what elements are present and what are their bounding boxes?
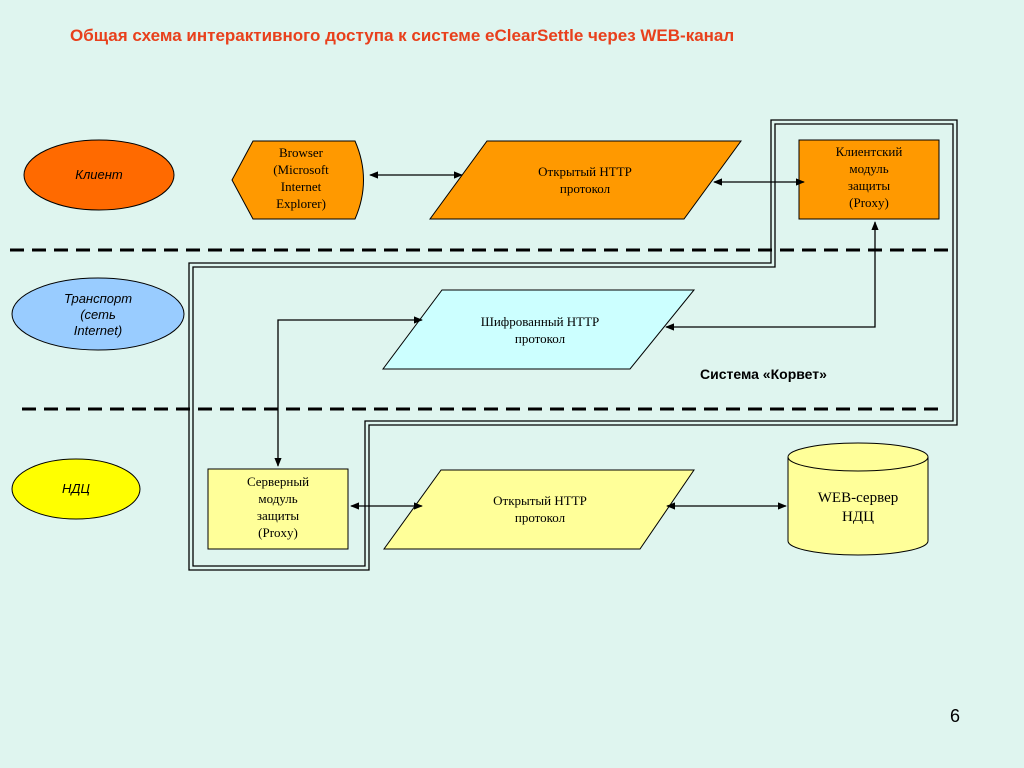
- open-http-bottom-label: Открытый HTTP протокол: [493, 493, 587, 525]
- web-server-label: WEB-сервер НДЦ: [817, 490, 899, 525]
- open-http-top-node: [429, 140, 742, 220]
- open-http-bottom-node: [383, 469, 695, 550]
- client-proxy-label: Клиентский модуль защиты (Proxy): [835, 144, 903, 210]
- web-server-node: [787, 442, 929, 556]
- client-role-label: Клиент: [75, 167, 123, 182]
- korvet-system-border: [188, 119, 958, 571]
- page-title: Общая схема интерактивного доступа к сис…: [70, 26, 735, 45]
- browser-node: [231, 140, 364, 220]
- ndc-role-label: НДЦ: [62, 481, 90, 496]
- page-number: 6: [950, 706, 961, 726]
- browser-label: Browser (Microsoft Internet Explorer): [273, 145, 329, 211]
- transport-role-ellipse: [11, 277, 185, 351]
- server-proxy-node: [207, 468, 349, 550]
- server-proxy-label: Серверный модуль защиты (Proxy): [246, 474, 310, 540]
- transport-role-label: Транспорт (сеть Internet): [63, 291, 133, 338]
- arrow-client-proxy-encrypted: [665, 221, 879, 331]
- korvet-system-label: Система «Корвет»: [700, 366, 827, 382]
- open-http-top-label: Открытый HTTP протокол: [538, 164, 632, 196]
- encrypted-http-label: Шифрованный HTTP протокол: [480, 314, 600, 346]
- arrow-encrypted-server-proxy: [274, 316, 423, 467]
- ndc-role-ellipse: [11, 458, 141, 520]
- client-role-ellipse: [23, 139, 175, 211]
